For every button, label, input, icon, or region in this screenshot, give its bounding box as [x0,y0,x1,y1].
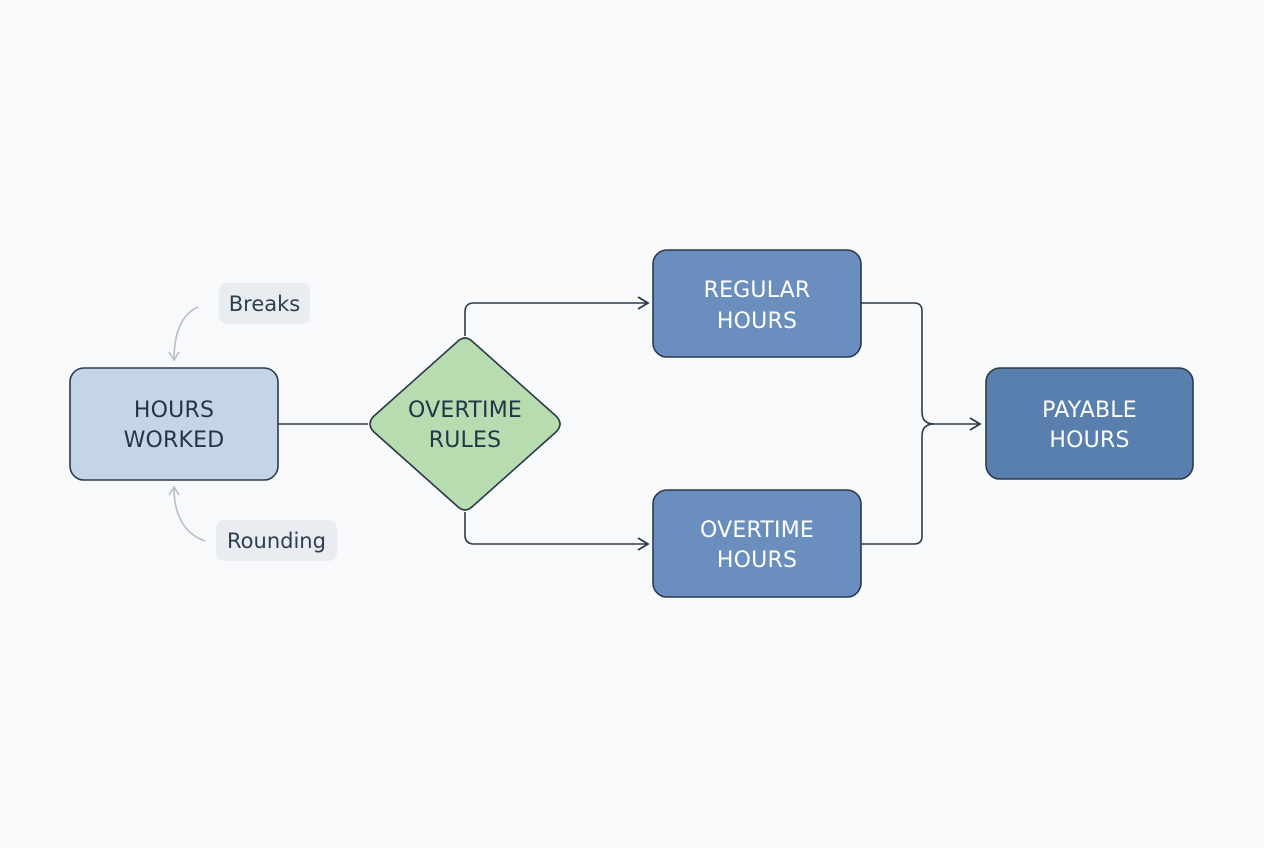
payable-hours-box [985,367,1194,480]
node-hours-worked: HOURS WORKED [69,367,279,481]
note-arrows [168,306,206,542]
node-regular-hours: REGULAR HOURS [652,249,862,358]
overtime-hours-box [652,489,862,598]
note-rounding: Rounding [216,520,337,561]
connector-rules-to-overtime [464,512,650,551]
hours-worked-label-line1: HOURS [134,398,214,423]
overtime-rules-diamond [369,337,561,511]
payable-hours-label-line1: PAYABLE [1042,398,1137,423]
node-payable-hours: PAYABLE HOURS [985,367,1194,480]
payable-hours-label-line2: HOURS [1049,428,1129,453]
hours-worked-label-line2: WORKED [124,428,225,453]
overtime-rules-label-line1: OVERTIME [408,398,522,423]
note-breaks-label: Breaks [229,292,300,316]
connector-rules-to-regular [464,296,650,336]
regular-hours-label-line2: HOURS [717,309,797,334]
rounding-arrow [168,485,206,542]
hours-worked-box [69,367,279,481]
note-rounding-label: Rounding [227,529,326,553]
note-rounding-box [216,520,337,561]
note-breaks: Breaks [219,283,310,324]
connector-regular-to-payable [861,302,935,425]
node-overtime-hours: OVERTIME HOURS [652,489,862,598]
overtime-rules-label-line2: RULES [429,428,502,453]
node-overtime-rules: OVERTIME RULES [369,337,561,511]
regular-hours-label-line1: REGULAR [704,278,811,303]
regular-hours-box [652,249,862,358]
connector-overtime-to-payable [861,423,935,545]
connectors [278,296,982,551]
overtime-hours-label-line2: HOURS [717,548,797,573]
breaks-arrow [168,306,199,362]
overtime-hours-label-line1: OVERTIME [700,518,814,543]
note-breaks-box [219,283,310,324]
